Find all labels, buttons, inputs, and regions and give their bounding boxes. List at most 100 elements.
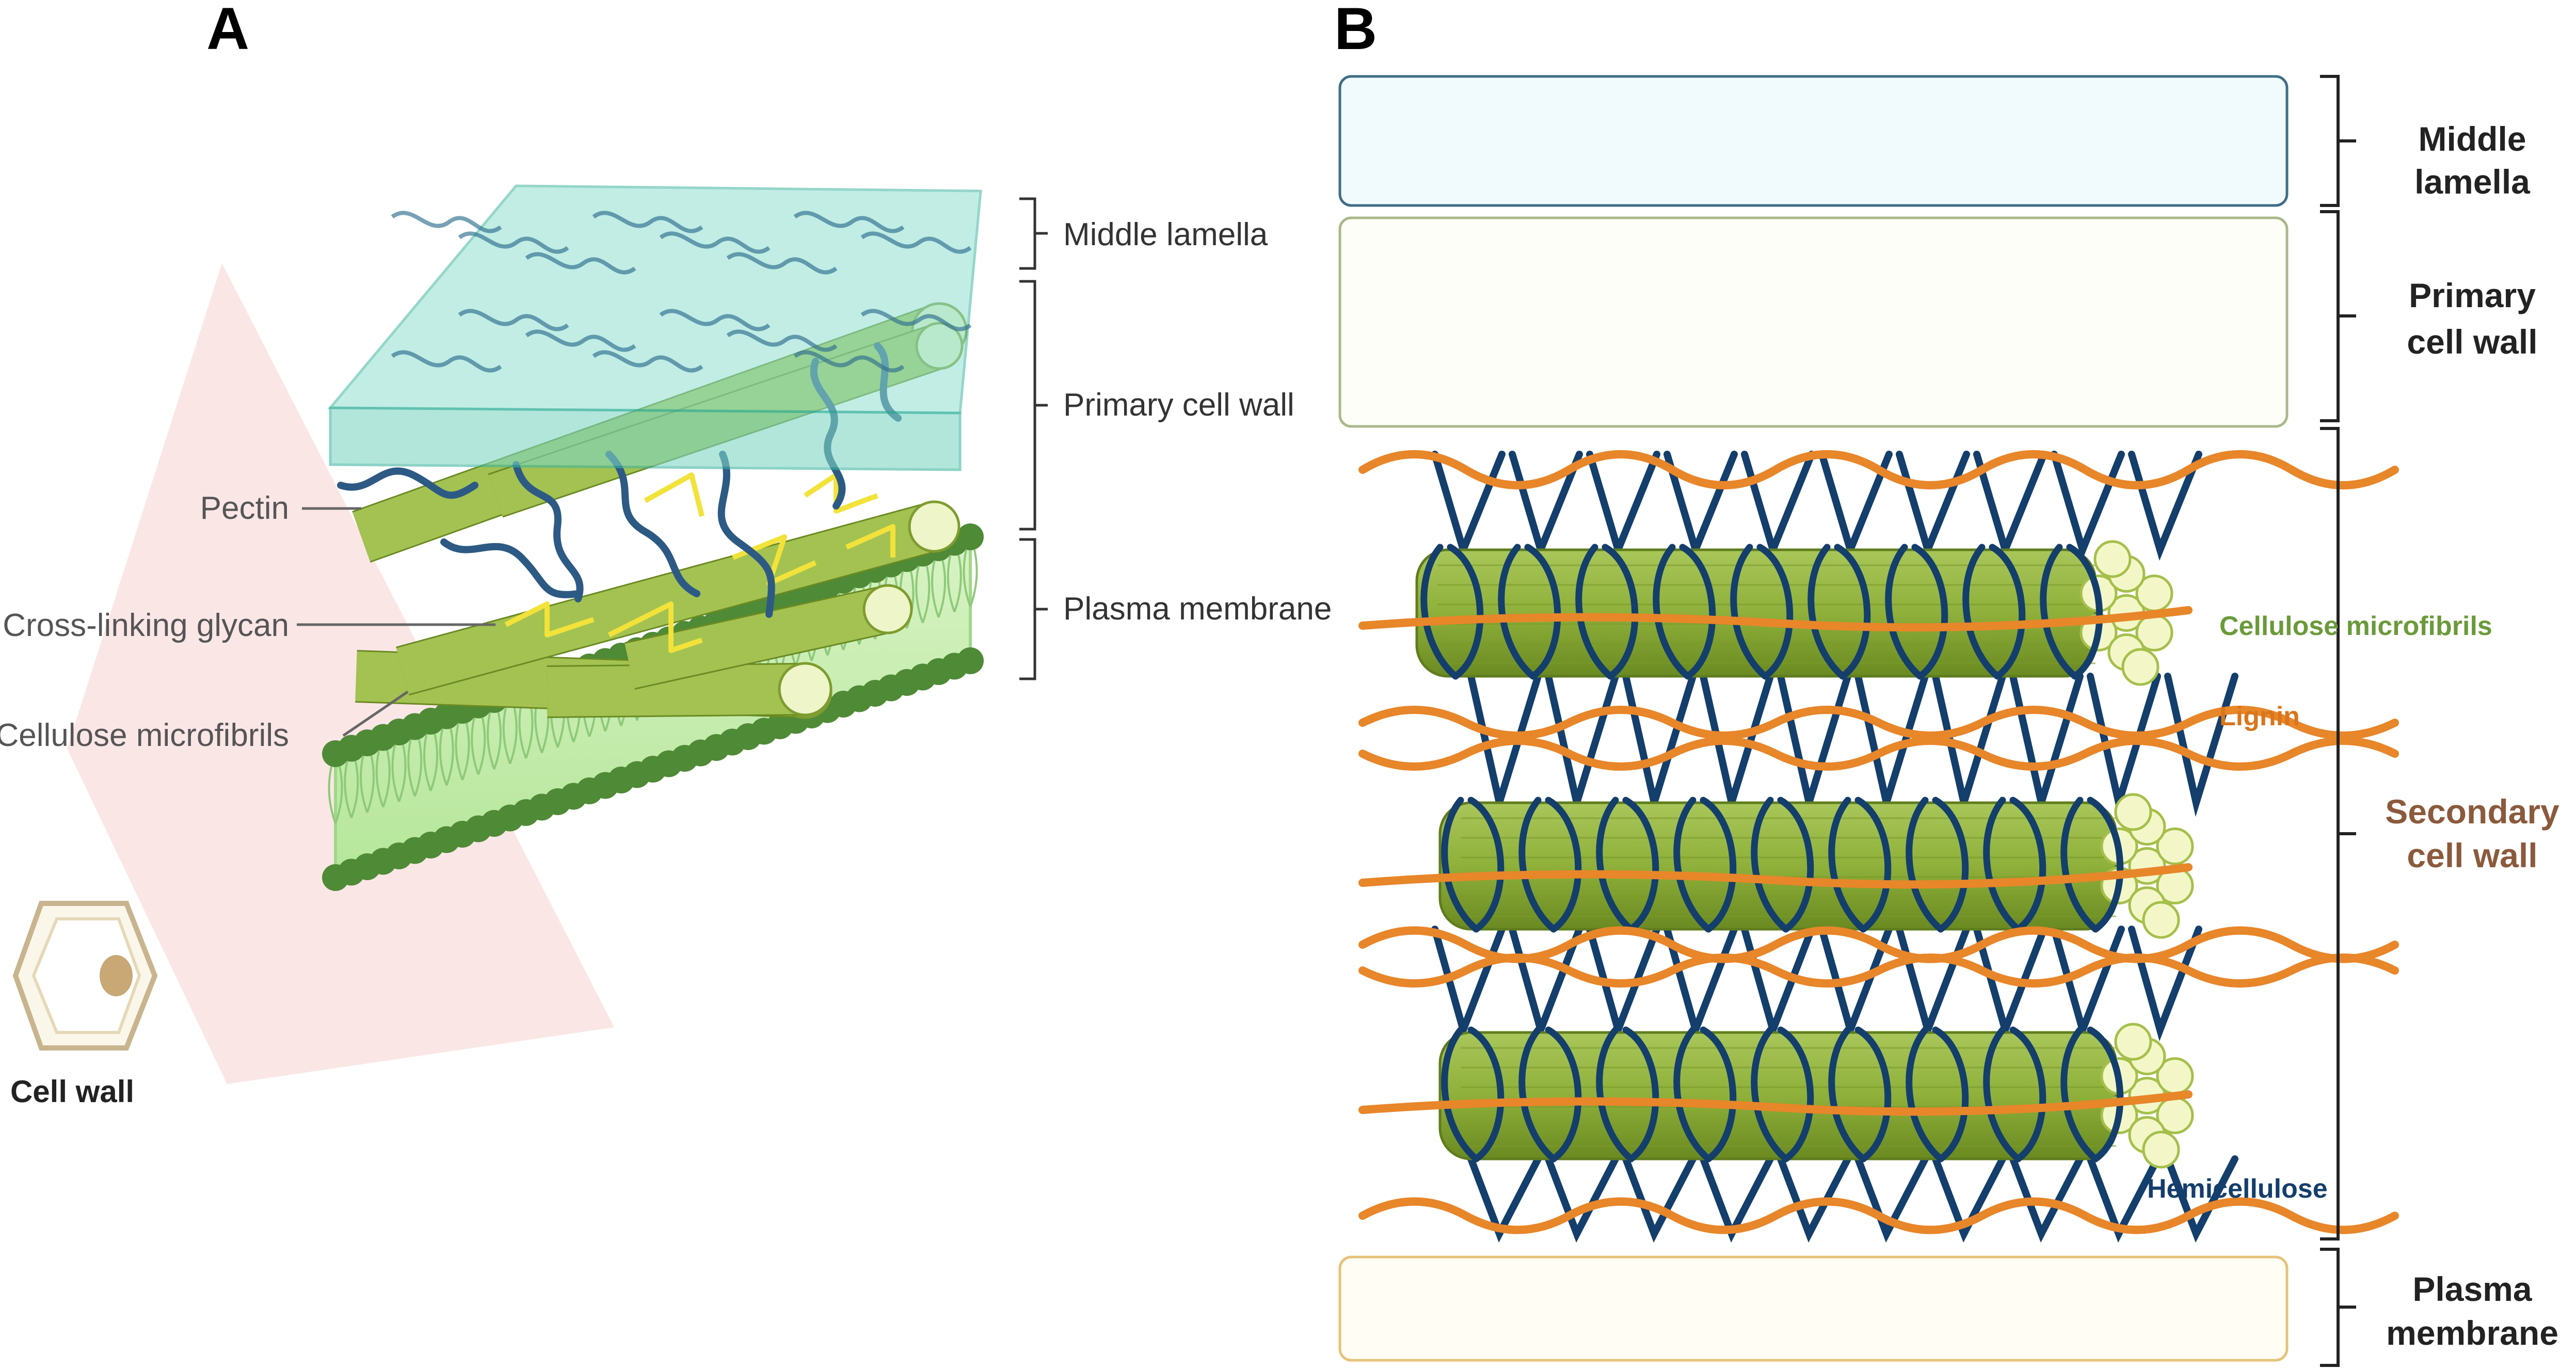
glycan-link (732, 534, 817, 586)
primary-cell-wall-box (1338, 216, 2289, 428)
hemicellulose-link (1467, 1155, 1542, 1243)
plant-cell-icon (12, 901, 158, 1051)
microfibril-end (2142, 1131, 2180, 1169)
brackets-a (1019, 197, 1048, 680)
hemicellulose-link (1545, 1155, 1619, 1243)
microfibril-end (862, 584, 913, 634)
hemicellulose-link (1622, 673, 1697, 817)
lignin-strand (1358, 953, 2399, 988)
hemicellulose-link (2164, 1155, 2238, 1243)
microfibril-end (2121, 648, 2159, 686)
hemicellulose-link (2087, 1155, 2161, 1243)
glycan-link (504, 601, 595, 638)
microfibril-end (2114, 793, 2152, 831)
lamella-strand (659, 231, 771, 254)
brackets-b (2320, 75, 2356, 1367)
label-b-middle-lamella-1: Middle (2419, 120, 2526, 158)
glycan-link (607, 601, 703, 653)
middle-lamella-slab (327, 184, 982, 471)
hemicellulose-link (1622, 1155, 1697, 1243)
lamella-strand (860, 309, 972, 331)
hemicellulose-coil (1807, 544, 1871, 680)
lamella-strand (726, 252, 838, 275)
hemicellulose-link (2009, 673, 2084, 817)
pectin-strand (513, 461, 584, 602)
hemicellulose-coil (1518, 797, 1582, 933)
hemicellulose-coil (1828, 1026, 1892, 1163)
label-cell-wall: Cell wall (10, 1074, 134, 1109)
label-b-hemicellulose: Hemicellulose (2147, 1174, 2328, 1204)
label-b-middle-lamella-2: lamella (2414, 163, 2531, 201)
pectin-strand (717, 451, 775, 618)
hemicellulose-link (1777, 1155, 1851, 1243)
hemicellulose-coil (1673, 797, 1737, 933)
panel-a: A Middle lamella Primar (0, 0, 1332, 1109)
lignin-strand (1358, 706, 2399, 740)
microfibril-end (2156, 828, 2194, 865)
label-b-lignin: Lignin (2219, 702, 2300, 731)
hemicellulose-coil (1673, 1026, 1737, 1163)
lipid-head (957, 523, 984, 550)
lignin-strand (1358, 863, 2193, 889)
microfibril-end (2093, 540, 2132, 578)
lignin-strands (1358, 450, 2399, 1234)
hemicellulose-link (2051, 451, 2125, 561)
pectin-strand (337, 467, 478, 499)
microfibril-end (2142, 901, 2180, 939)
middle-lamella-box (1338, 75, 2289, 207)
lamella-strand (592, 211, 703, 233)
cross-linking-glycans-a (504, 472, 895, 653)
hemicellulose-coil (1420, 544, 1484, 680)
hemicellulose-link (1700, 1155, 1774, 1243)
panel-a-letter: A (206, 0, 249, 62)
hemicellulose-coil (1498, 544, 1561, 680)
hemicellulose-coil (1575, 544, 1639, 680)
hemicellulose-link (2164, 673, 2238, 817)
hemicellulose-coil (1906, 1026, 1969, 1163)
hemicellulose-coil (1885, 544, 1948, 680)
label-cross-linking-glycan: Cross-linking glycan (3, 608, 289, 643)
lamella-strand (860, 231, 972, 254)
lipid-head (957, 647, 984, 674)
lignin-strand (1358, 1090, 2193, 1116)
hemicellulose-link (1545, 673, 1619, 817)
pectin-strand (605, 451, 700, 597)
label-b-plasma-1: Plasma (2412, 1270, 2532, 1308)
hemicellulose-coil (1906, 797, 1969, 933)
hemicellulose-coil (1962, 544, 2026, 680)
view-cone (67, 263, 614, 1084)
lamella-strand (726, 329, 838, 352)
label-cellulose-microfibrils-a: Cellulose microfibrils (0, 718, 289, 753)
microfibril-end (2114, 1023, 2152, 1061)
microfibril-end (778, 662, 833, 717)
lamella-strand (458, 309, 569, 331)
hemicellulose-coil (1653, 544, 1716, 680)
glycan-link (804, 472, 878, 514)
hemicellulose-coil (1751, 797, 1814, 933)
label-b-plasma-2: membrane (2386, 1314, 2558, 1352)
panel-b-letter: B (1334, 0, 1377, 62)
label-primary-cell-wall: Primary cell wall (1063, 387, 1294, 423)
hemicellulose-coils (1420, 544, 2124, 1163)
lamella-strand (391, 211, 502, 233)
hemicellulose-coil (1596, 1026, 1659, 1163)
lignin-strand (1358, 606, 2193, 632)
hemicellulose-coil (2060, 1026, 2124, 1163)
hemicellulose-coil (1983, 1026, 2046, 1163)
lignin-strand (1358, 737, 2399, 771)
microfibril-body (625, 587, 893, 688)
hemicellulose-link (1896, 926, 1970, 1042)
label-b-secondary-1: Secondary (2385, 792, 2559, 831)
hemicellulose-coil (1751, 1026, 1814, 1163)
hemicellulose-link (1777, 673, 1851, 817)
microfibril-end (908, 500, 961, 553)
hemicellulose-link (2009, 1155, 2084, 1243)
glycan-link (845, 524, 895, 558)
lamella-strand (659, 309, 771, 331)
pointers-a (297, 507, 495, 737)
microfibril-body (547, 664, 806, 717)
label-b-primary-2: cell wall (2407, 323, 2537, 361)
glycan-link (644, 472, 705, 517)
hemicellulose-coil (1983, 797, 2046, 933)
hemicellulose-link (1854, 1155, 1929, 1243)
